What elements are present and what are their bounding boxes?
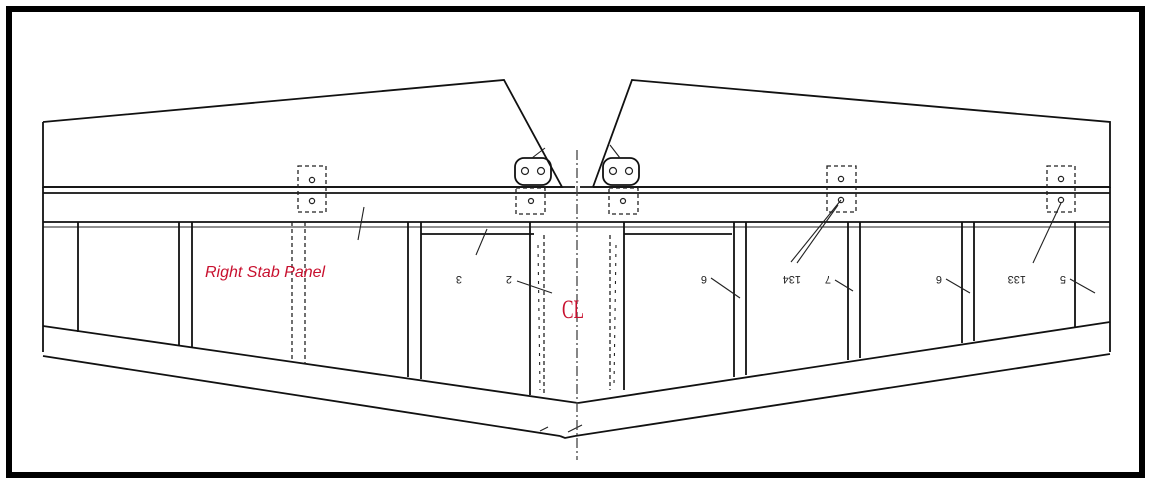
part-label: 134 [783, 273, 801, 285]
part-label: 7 [825, 273, 831, 285]
left-doubler-plate [297, 165, 327, 213]
part-label: 2 [506, 273, 512, 285]
part-label: 5 [1060, 273, 1066, 285]
leader-lines [357, 199, 1096, 299]
part-labels: 3 2 6 134 7 6 133 5 [456, 273, 1066, 285]
part-label: 6 [936, 273, 942, 285]
part-label: 3 [456, 273, 462, 285]
left-elevator [42, 79, 575, 188]
right-elevator [580, 79, 1111, 188]
stab-panel-outline [42, 222, 1111, 439]
right-hinge-bracket [602, 144, 640, 215]
far-right-doubler-plate [1046, 165, 1076, 213]
drawing-frame [6, 6, 1145, 478]
part-label: 133 [1008, 273, 1026, 285]
left-hinge-bracket [514, 147, 552, 215]
centerline-label: CL [562, 295, 584, 324]
centerline [537, 150, 617, 460]
ribs [77, 222, 1076, 396]
panel-label: Right Stab Panel [205, 264, 326, 281]
part-label: 6 [701, 273, 707, 285]
centerline-symbol: CL [562, 295, 584, 324]
center-right-doubler-plate [826, 165, 857, 213]
